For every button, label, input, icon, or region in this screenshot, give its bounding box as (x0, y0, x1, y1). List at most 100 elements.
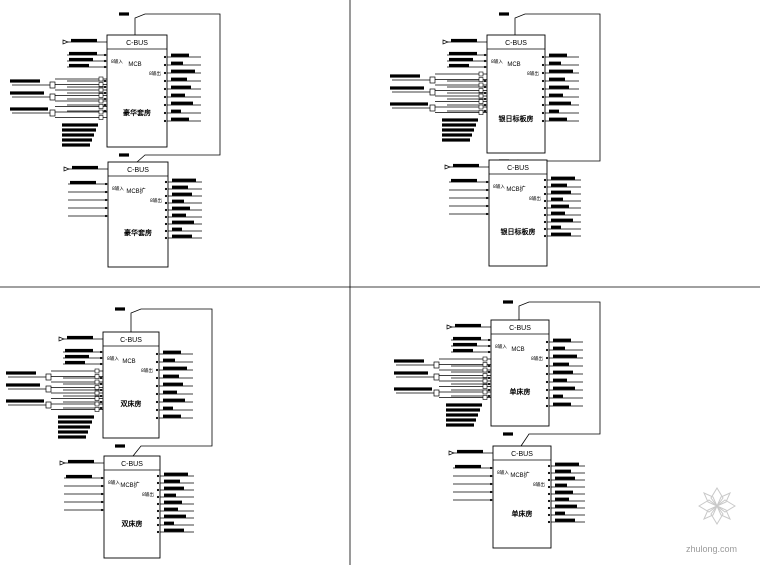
terminal-dot (155, 352, 159, 356)
output-circuit-label (171, 109, 181, 113)
output-circuit-label (555, 497, 569, 501)
bus-label: C-BUS (507, 165, 529, 172)
circuit-label (58, 425, 90, 429)
terminal-dot (543, 220, 547, 224)
mcb-label: MCB扩 (126, 187, 145, 195)
terminal-dot (103, 109, 107, 113)
output-circuit-label (163, 398, 185, 402)
mcb-module-box (488, 159, 548, 267)
terminal-dot (483, 91, 487, 95)
terminal-dot (163, 103, 167, 107)
output-circuit-label (553, 346, 565, 350)
terminal-dot (541, 87, 545, 91)
output-circuit-label (553, 338, 571, 342)
output-circuit-label (549, 117, 567, 121)
terminal-icon (98, 104, 104, 109)
terminal-dot (545, 356, 549, 360)
output-circuit-label (163, 366, 187, 370)
terminal-dot (487, 344, 491, 348)
terminal-dot (485, 204, 489, 208)
circuit-label (446, 403, 482, 407)
input-circuit-label (453, 336, 481, 341)
terminal-dot (163, 71, 167, 75)
terminal-icon (98, 87, 104, 93)
terminal-dot (541, 103, 545, 107)
bus-label: C-BUS (511, 451, 533, 458)
output-circuit-label (555, 469, 571, 473)
sensor-label (10, 91, 44, 95)
output-circuit-label (172, 220, 194, 224)
terminal-dot (155, 416, 159, 420)
output-circuit-label (555, 518, 575, 522)
terminal-dot (103, 59, 107, 63)
output-label: 8输出 (149, 70, 161, 77)
input-circuit-label (70, 180, 96, 185)
output-circuit-label (551, 176, 575, 180)
terminal-dot (163, 95, 167, 99)
terminal-dot (545, 404, 549, 408)
input-circuit-label (455, 323, 481, 328)
circuit-label (446, 423, 474, 427)
input-circuit-label (72, 165, 98, 170)
terminal-dot (103, 79, 107, 83)
mcb-label: MCB扩 (506, 185, 525, 193)
terminal-dot (99, 356, 103, 360)
room-label: 豪华套房 (124, 228, 152, 237)
terminal-dot (99, 382, 103, 386)
terminal-dot (99, 376, 103, 380)
output-circuit-label (164, 521, 174, 525)
input-circuit-label (453, 163, 479, 168)
terminal-dot (487, 350, 491, 354)
terminal-dot (541, 55, 545, 59)
terminal-dot (483, 59, 487, 63)
terminal-dot (100, 484, 104, 488)
terminal-dot (103, 65, 107, 69)
feed-label (499, 12, 509, 16)
feed-label (503, 432, 513, 436)
switch-icon (446, 324, 453, 330)
terminal-dot (103, 85, 107, 89)
relay-icon (429, 76, 436, 84)
output-label: 8输出 (142, 491, 154, 498)
output-circuit-label (553, 378, 567, 382)
switch-icon (59, 460, 66, 466)
feed-label (115, 444, 125, 448)
terminal-icon (482, 395, 488, 400)
circuit-label (446, 408, 480, 412)
terminal-dot (156, 495, 160, 499)
sensor-label (6, 399, 44, 403)
room-label: 单床房 (510, 387, 531, 396)
terminal-dot (489, 466, 493, 470)
input-circuit-label (71, 38, 97, 43)
terminal-dot (156, 516, 160, 520)
output-circuit-label (549, 61, 561, 65)
terminal-dot (483, 85, 487, 89)
terminal-dot (489, 474, 493, 478)
terminal-dot (163, 111, 167, 115)
terminal-icon (94, 401, 100, 407)
output-circuit-label (549, 53, 567, 57)
mcb-module-box (107, 161, 169, 268)
output-circuit-label (172, 185, 188, 189)
room-label: 单床房 (512, 509, 533, 518)
terminal-dot (155, 408, 159, 412)
circuit-label (442, 118, 478, 122)
room-label: 银日标板房 (501, 227, 536, 236)
terminal-dot (483, 65, 487, 69)
output-label: 8输出 (527, 70, 539, 77)
bus-loop (134, 13, 221, 163)
output-circuit-label (164, 493, 176, 497)
terminal-dot (485, 212, 489, 216)
terminal-dot (489, 498, 493, 502)
terminal-dot (99, 400, 103, 404)
terminal-dot (545, 364, 549, 368)
terminal-dot (483, 103, 487, 107)
terminal-dot (485, 188, 489, 192)
terminal-dot (543, 178, 547, 182)
output-circuit-label (163, 358, 175, 362)
terminal-dot (99, 350, 103, 354)
terminal-dot (156, 509, 160, 513)
terminal-dot (100, 500, 104, 504)
